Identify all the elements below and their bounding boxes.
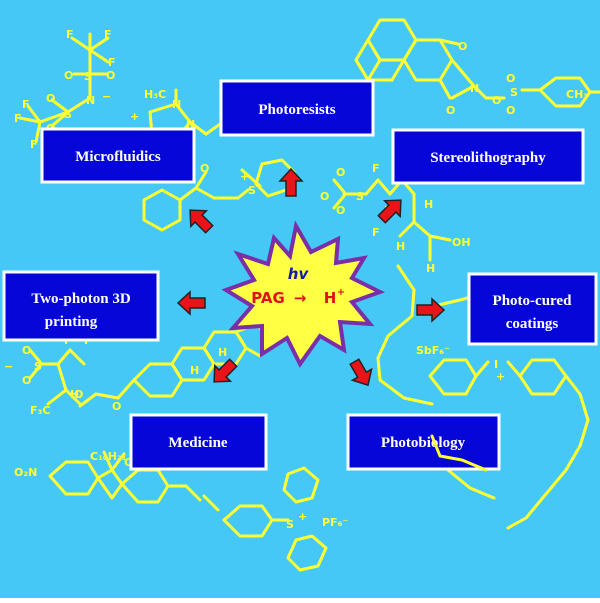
svg-text:F: F [22,98,30,111]
box-two-photon-printing: Two-photon 3D printing [2,270,160,342]
pag-label: PAG [251,289,285,307]
box-label-medicine: Medicine [168,435,227,451]
box-label-microfluidics: Microfluidics [75,149,161,165]
burst-shape [221,220,386,368]
svg-text:H: H [70,388,79,401]
arrow-down-right [349,358,373,387]
svg-text:OH: OH [452,236,471,249]
box-label-two-photon-line2: printing [45,314,98,330]
svg-text:O: O [106,69,115,82]
svg-text:PF₆⁻: PF₆⁻ [322,516,348,529]
svg-text:F: F [104,28,112,41]
svg-text:H: H [396,240,405,253]
box-label-photoresists: Photoresists [258,102,335,118]
box-label-photo-cured-line2: coatings [506,316,559,332]
arrow-right [416,297,446,323]
svg-text:O: O [112,400,121,413]
arrow-up-right [377,199,402,224]
svg-text:S: S [356,190,364,203]
molecule-triflimide-anion [18,32,110,144]
pag-burst: hv PAG → H + [221,220,386,368]
steroid-labels: H H O O [74,346,227,413]
svg-text:N: N [172,98,181,111]
box-stereolithography: Stereolithography [391,128,585,185]
svg-text:SbF₆⁻: SbF₆⁻ [416,344,450,357]
svg-text:F: F [372,162,380,175]
svg-text:−: − [102,90,111,103]
svg-text:S: S [286,518,294,531]
svg-text:F: F [108,56,116,69]
svg-text:O: O [336,204,345,217]
svg-text:O₂N: O₂N [14,466,37,479]
svg-text:O: O [22,344,31,357]
svg-text:F: F [372,226,380,239]
arrow-up-left [189,209,214,234]
svg-text:H: H [190,364,199,377]
svg-text:O: O [458,40,467,53]
svg-text:O: O [74,388,83,401]
svg-text:F: F [14,112,22,125]
svg-text:−: − [4,360,13,373]
naphthalimide-labels: O O N O S O O CH₃ [446,40,588,117]
svg-text:O: O [336,166,345,179]
svg-text:H: H [426,262,435,275]
svg-text:F: F [66,28,74,41]
svg-text:+: + [496,370,505,383]
svg-text:O: O [320,190,329,203]
svg-text:C₁₀H₂₁: C₁₀H₂₁ [90,450,127,463]
sulfonium-labels: O S + [200,162,256,197]
svg-text:O: O [506,104,515,117]
molecule-fluorene-sulfonium [48,450,328,572]
svg-text:N: N [186,118,195,131]
arrow-down-left [213,358,238,383]
svg-text:O: O [22,374,31,387]
reaction-arrow: → [294,289,307,307]
svg-text:CH₃: CH₃ [566,88,588,101]
svg-text:S: S [248,184,256,197]
box-photo-cured-coatings: Photo-cured coatings [467,272,598,346]
box-photobiology: Photobiology [346,413,501,471]
box-label-photo-cured-line1: Photo-cured [493,293,573,309]
svg-text:O: O [506,72,515,85]
box-microfluidics: Microfluidics [40,127,196,184]
svg-text:I: I [494,358,498,371]
iodonium-labels: I + SbF₆⁻ [416,344,505,383]
molecule-fluorosulfonate-ester [28,348,86,406]
svg-text:H: H [424,198,433,211]
svg-text:F₃C: F₃C [30,404,50,417]
svg-text:O: O [446,104,455,117]
svg-text:S: S [34,360,42,373]
box-label-two-photon-line1: Two-photon 3D [31,291,130,307]
arrow-left [176,290,206,316]
hv-label: hv [288,265,310,283]
box-medicine: Medicine [129,413,268,471]
proton-label: H [324,289,337,307]
box-label-stereolithography: Stereolithography [430,150,546,166]
arrows [176,167,446,387]
svg-text:O: O [64,69,73,82]
svg-text:O: O [46,92,55,105]
svg-text:O: O [492,94,501,107]
arrow-up [278,167,304,197]
proton-charge: + [337,287,345,298]
svg-text:F: F [30,138,38,151]
svg-text:N: N [470,82,479,95]
svg-text:N: N [86,94,95,107]
svg-text:S: S [84,70,92,83]
svg-text:H₃C: H₃C [144,88,166,101]
svg-text:S: S [510,86,518,99]
svg-text:H: H [218,346,227,359]
box-label-photobiology: Photobiology [381,435,466,451]
svg-text:+: + [240,170,249,183]
box-photoresists: Photoresists [219,79,375,137]
svg-text:+: + [298,510,307,523]
molecule-iodonium-chain-overlay [430,434,488,472]
svg-text:O: O [200,162,209,175]
svg-text:S: S [64,108,72,121]
svg-text:+: + [130,110,139,123]
